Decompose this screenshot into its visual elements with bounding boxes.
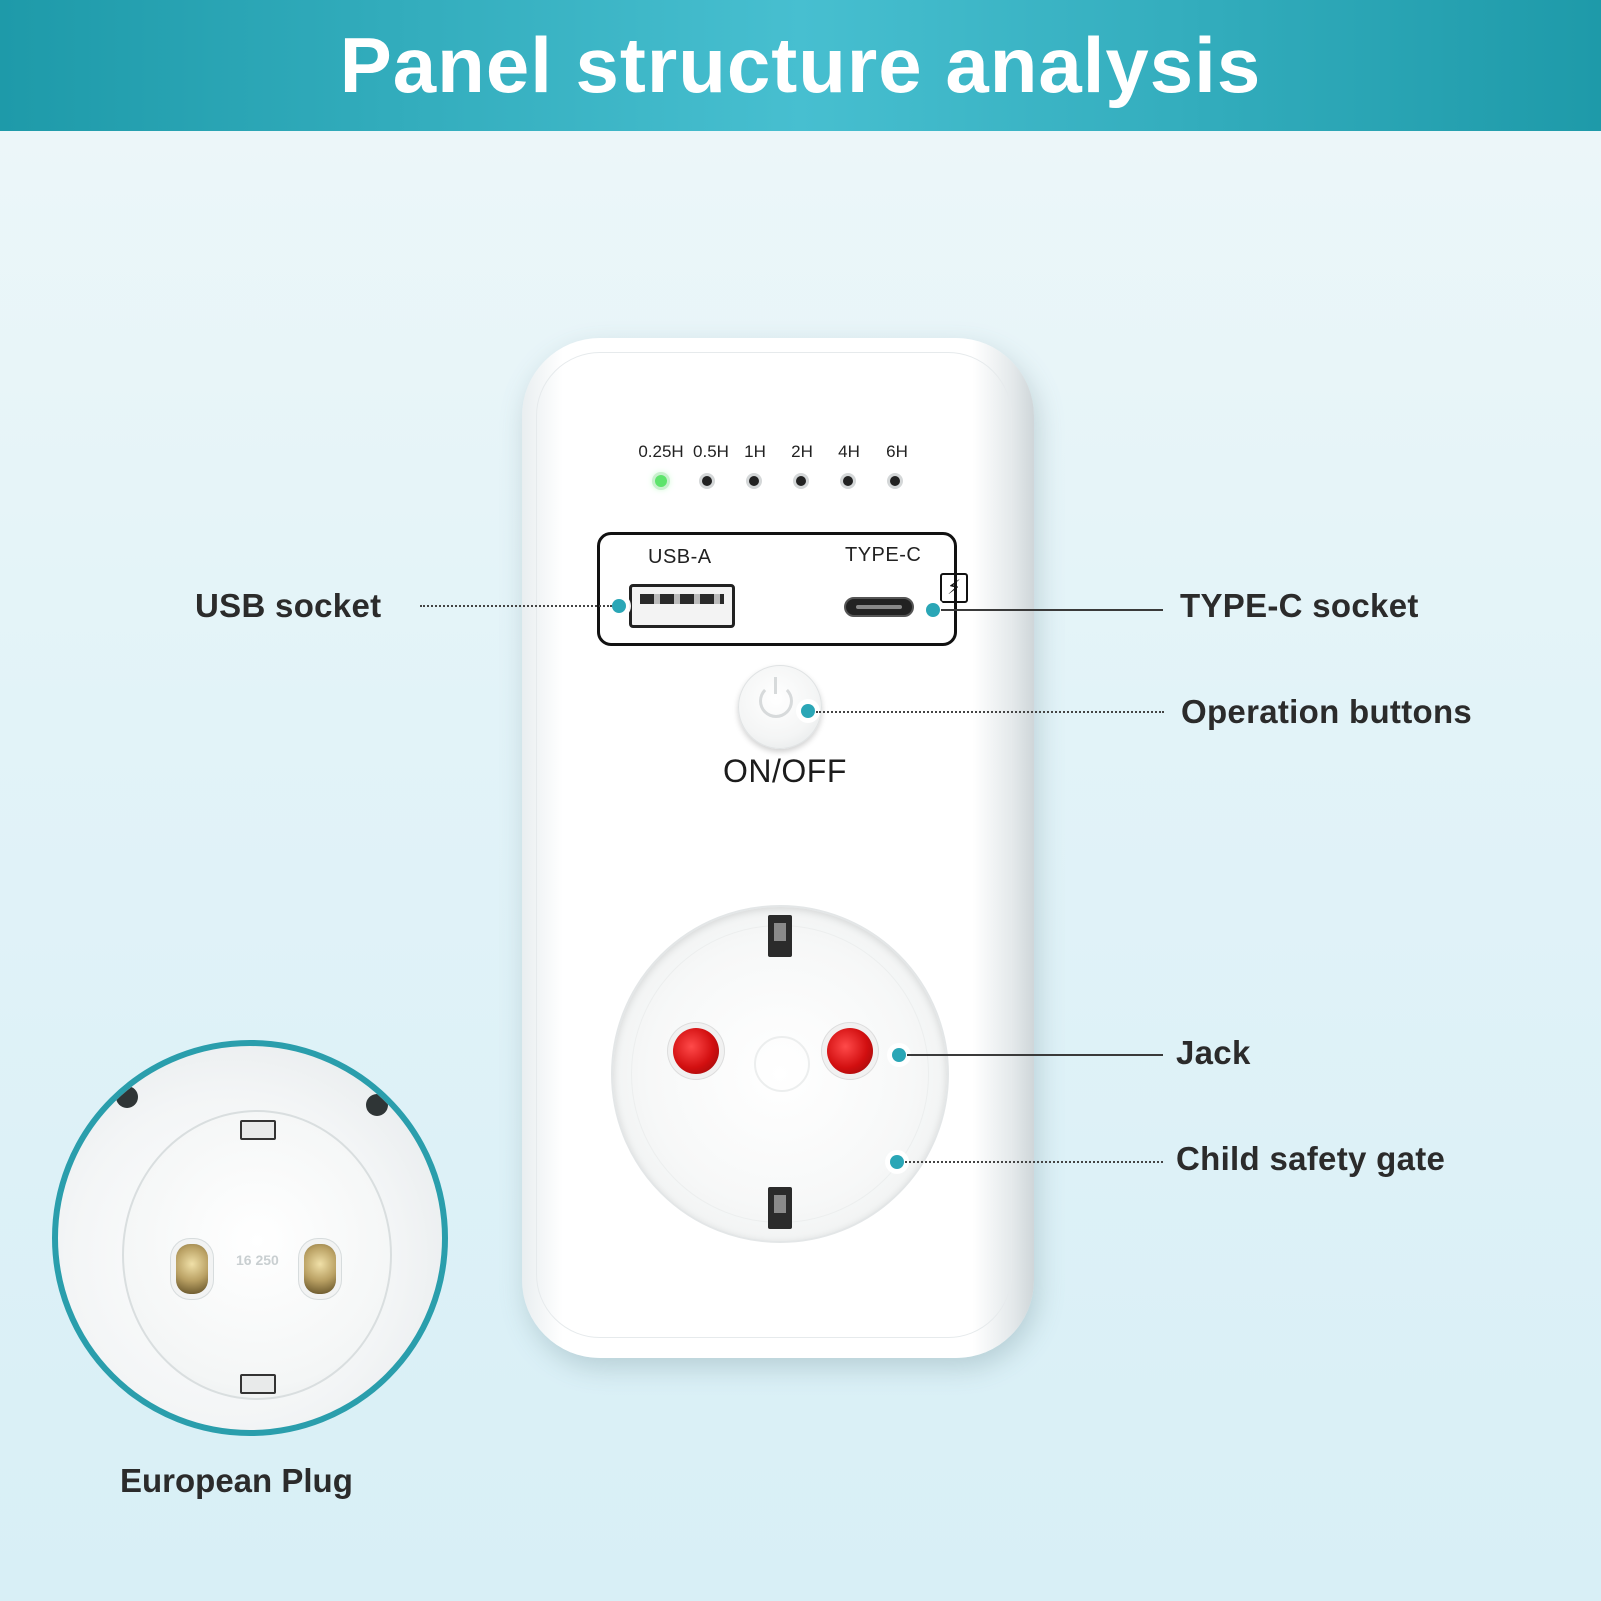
power-icon: [759, 677, 793, 718]
operation-buttons-callout: Operation buttons: [1181, 693, 1473, 730]
timer-led-0-25h: [655, 475, 667, 487]
title-banner: Panel structure analysis: [0, 0, 1601, 131]
socket-pin-hole-right: [827, 1028, 873, 1074]
timer-label-2h: 2H: [791, 442, 813, 461]
jack-callout: Jack: [1176, 1034, 1251, 1071]
timer-label-4h: 4H: [838, 442, 860, 461]
plug-face: 16 250: [122, 1110, 392, 1400]
child-safety-gate-leader: [905, 1161, 1163, 1163]
type-c-socket-leader: [941, 609, 1163, 611]
usb-socket-callout: USB socket: [195, 587, 382, 624]
timer-led-2h: [796, 476, 806, 486]
usb-socket-leader: [420, 605, 612, 607]
timer-label-1h: 1H: [744, 442, 766, 461]
device-face: [536, 352, 1012, 1338]
plug-earth-clip-bottom: [240, 1374, 276, 1394]
usb-a-contact: [694, 594, 700, 604]
european-plug-callout: European Plug: [120, 1462, 353, 1499]
type-c-port[interactable]: [844, 597, 914, 617]
jack-marker: [892, 1048, 906, 1062]
usb-a-port[interactable]: [629, 584, 735, 628]
usb-a-contact: [714, 594, 720, 604]
plug-pin-right: [304, 1244, 336, 1294]
type-c-socket-callout: TYPE-C socket: [1180, 587, 1419, 624]
earth-clip-bottom: [768, 1187, 792, 1229]
usb-a-tongue: [640, 594, 724, 604]
socket-pin-hole-left: [673, 1028, 719, 1074]
timer-led-4h: [843, 476, 853, 486]
timer-led-0-5h: [702, 476, 712, 486]
usb-a-contact: [654, 594, 660, 604]
on-off-label: ON/OFF: [723, 753, 847, 789]
timer-label-0-25h: 0.25H: [638, 442, 684, 461]
plug-earth-clip-top: [240, 1120, 276, 1140]
timer-label-6h: 6H: [886, 442, 908, 461]
schuko-socket: [611, 905, 949, 1243]
usb-port-panel: [597, 532, 957, 646]
timer-led-6h: [890, 476, 900, 486]
page-title: Panel structure analysis: [339, 21, 1262, 109]
type-c-socket-marker: [926, 603, 940, 617]
plug-screw-left: [116, 1086, 138, 1108]
plug-pin-left: [176, 1244, 208, 1294]
type-c-tongue: [856, 605, 902, 609]
fast-charge-icon: ⚡: [940, 573, 968, 603]
european-plug-inset: 16 250: [52, 1040, 448, 1436]
usb-socket-marker: [612, 599, 626, 613]
earth-clip-top: [768, 915, 792, 957]
usb-a-label: USB-A: [648, 546, 712, 568]
operation-buttons-leader: [816, 711, 1164, 713]
type-c-label: TYPE-C: [845, 544, 922, 566]
jack-leader: [907, 1054, 1163, 1056]
socket-center-mark: [754, 1036, 810, 1092]
child-safety-gate-callout: Child safety gate: [1176, 1140, 1446, 1177]
timer-label-0-5h: 0.5H: [693, 442, 729, 461]
child-safety-gate-marker: [890, 1155, 904, 1169]
plug-screw-right: [366, 1094, 388, 1116]
usb-a-contact: [674, 594, 680, 604]
plug-rating-text: 16 250: [236, 1252, 279, 1268]
operation-buttons-marker: [801, 704, 815, 718]
timer-led-1h: [749, 476, 759, 486]
